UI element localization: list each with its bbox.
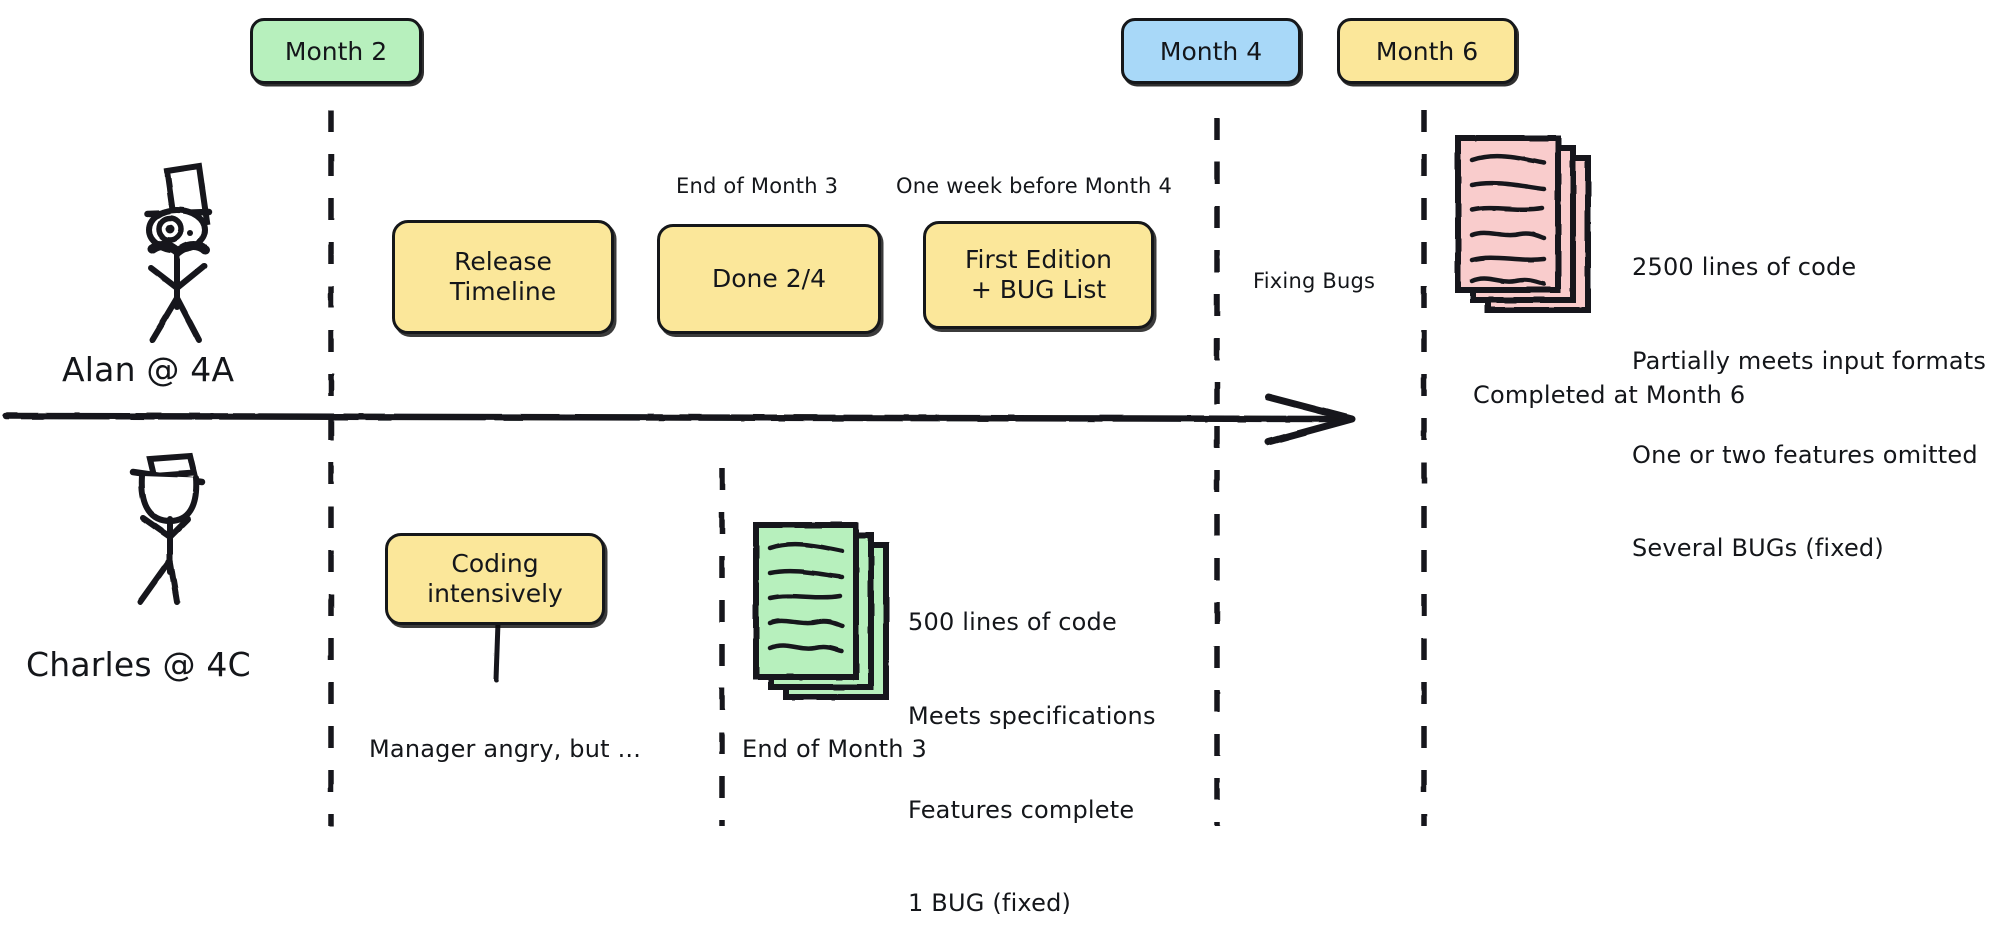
summary-alan-line-2: Partially meets input formats — [1632, 346, 1987, 375]
note-first-edition-line-2: + BUG List — [970, 275, 1107, 304]
document-stack-alan-pink — [1455, 135, 1591, 313]
timeline-axis-arrow — [2, 393, 1356, 446]
annotation-end-of-month-3-top: End of Month 3 — [676, 174, 839, 198]
annotation-fixing-bugs: Fixing Bugs — [1253, 269, 1376, 293]
track-label-charles: Charles @ 4C — [26, 645, 251, 684]
summary-alan-line-3: One or two features omitted — [1632, 440, 1978, 469]
milestone-month-2[interactable]: Month 2 — [250, 18, 422, 84]
note-first-edition-line-1: First Edition — [964, 244, 1113, 274]
summary-charles-line-2: Meets specifications — [908, 701, 1156, 730]
summary-charles-line-1: 500 lines of code — [908, 608, 1117, 637]
summary-alan: 2500 lines of code Partially meets input… — [1632, 190, 1986, 595]
summary-charles-line-4: 1 BUG (fixed) — [908, 889, 1072, 918]
milestone-month-6[interactable]: Month 6 — [1337, 18, 1517, 84]
month-guide-lines — [328, 110, 1427, 826]
note-coding-intensively[interactable]: Coding intensively — [385, 533, 605, 625]
note-coding-line-2: intensively — [427, 579, 563, 608]
annotation-manager-angry: Manager angry, but ... — [369, 735, 642, 763]
note-first-edition-bug-list[interactable]: First Edition + BUG List — [923, 221, 1154, 329]
note-coding-line-1: Coding — [451, 548, 539, 578]
document-stack-charles-green — [753, 522, 889, 700]
milestone-month-6-label: Month 6 — [1375, 36, 1479, 66]
milestone-month-2-label: Month 2 — [284, 36, 388, 66]
diagram-canvas — [2, 110, 1591, 826]
note-done-2-of-4-label: Done 2/4 — [712, 263, 826, 293]
avatar-charles-stick-figure — [129, 452, 206, 605]
annotation-completed-at-month-6: Completed at Month 6 — [1473, 381, 1746, 409]
milestone-month-4[interactable]: Month 4 — [1121, 18, 1301, 84]
summary-charles-line-3: Features complete — [908, 795, 1135, 824]
milestone-month-4-label: Month 4 — [1159, 36, 1263, 66]
note-release-timeline[interactable]: Release Timeline — [392, 220, 614, 334]
summary-charles: 500 lines of code Meets specifications F… — [908, 545, 1156, 950]
note-release-timeline-line-2: Timeline — [449, 277, 557, 306]
note-done-2-of-4[interactable]: Done 2/4 — [657, 224, 881, 334]
annotation-one-week-before-month-4: One week before Month 4 — [896, 174, 1173, 198]
summary-alan-line-4: Several BUGs (fixed) — [1632, 534, 1884, 563]
note-release-timeline-line-1: Release — [454, 246, 552, 276]
annotation-end-of-month-3-bottom: End of Month 3 — [742, 735, 927, 763]
summary-alan-line-1: 2500 lines of code — [1632, 253, 1857, 282]
track-label-alan: Alan @ 4A — [62, 350, 235, 389]
avatar-alan-stick-figure — [144, 162, 213, 343]
